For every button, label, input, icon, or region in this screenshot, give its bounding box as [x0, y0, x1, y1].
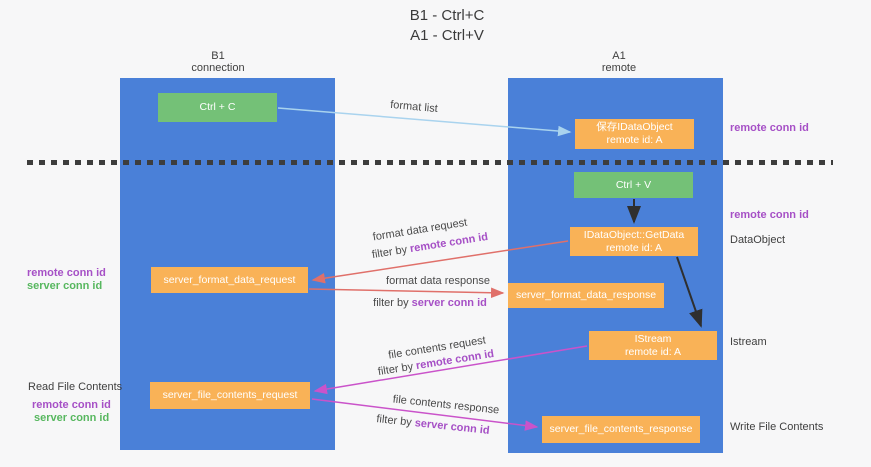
- filter-by-text: filter by: [373, 297, 409, 309]
- istream-line1: IStream: [634, 332, 672, 345]
- getdata-to-istream-arrow: [676, 256, 703, 328]
- file-contents-response-arrow: [311, 398, 539, 431]
- format-data-response-arrow: [308, 287, 505, 299]
- remote-conn-id-label-mid-right: remote conn id: [730, 209, 809, 221]
- ctrl-c-label: Ctrl + C: [199, 101, 236, 113]
- file-contents-request-arrow: [313, 345, 588, 395]
- right-column-name: A1: [612, 50, 626, 62]
- server-conn-id-label-left: server conn id: [27, 280, 103, 292]
- save-idataobject-node: 保存IDataObject remote id: A: [575, 119, 694, 149]
- right-column-subtitle: remote: [601, 62, 637, 74]
- server-format-data-response-label: server_format_data_response: [515, 289, 657, 301]
- istream-line2: remote id: A: [624, 345, 682, 358]
- title-line-2: A1 - Ctrl+V: [410, 27, 484, 44]
- ctrl-v-label: Ctrl + V: [615, 178, 652, 191]
- server-file-contents-request-label: server_file_contents_request: [162, 389, 298, 401]
- server-format-data-request-label: server_format_data_request: [163, 273, 296, 286]
- server-format-data-request-node: server_format_data_request: [151, 267, 308, 293]
- left-column-subtitle: connection: [191, 62, 245, 74]
- write-file-contents-label: Write File Contents: [730, 421, 824, 433]
- server-file-contents-request-node: server_file_contents_request: [150, 382, 310, 409]
- istream-node: IStream remote id: A: [589, 331, 717, 360]
- format-data-response-annotation: format data response: [386, 275, 490, 287]
- dataobject-label: DataObject: [730, 234, 786, 246]
- left-column-header: B1 connection: [158, 50, 278, 74]
- format-data-response-filter-annotation: filter by server conn id: [373, 297, 487, 309]
- getdata-line2: remote id: A: [605, 241, 663, 254]
- idataobject-getdata-node: IDataObject::GetData remote id: A: [570, 227, 698, 256]
- left-column-name: B1: [211, 50, 225, 62]
- ctrl-c-node: Ctrl + C: [158, 93, 277, 122]
- title-line-1: B1 - Ctrl+C: [409, 7, 485, 24]
- format-list-arrow: [277, 107, 572, 137]
- phase-separator-dashed-line: [27, 160, 833, 165]
- format-data-request-arrow: [311, 240, 569, 284]
- diagram-title: B1 - Ctrl+C A1 - Ctrl+V: [347, 6, 547, 46]
- getdata-line1: IDataObject::GetData: [583, 228, 685, 241]
- ctrl-v-node: Ctrl + V: [574, 172, 693, 198]
- server-file-contents-response-node: server_file_contents_response: [542, 416, 700, 443]
- remote-conn-id-label-left: remote conn id: [27, 267, 106, 279]
- istream-label: Istream: [730, 336, 767, 348]
- remote-conn-id-label-bottom-left: remote conn id: [32, 399, 111, 411]
- server-conn-id-value: server conn id: [411, 297, 487, 309]
- read-file-contents-label: Read File Contents: [28, 381, 123, 393]
- server-conn-id-label-bottom-left: server conn id: [34, 412, 110, 424]
- remote-conn-id-label-top-right: remote conn id: [730, 122, 809, 134]
- server-file-contents-response-label: server_file_contents_response: [549, 423, 693, 435]
- save-idataobject-line1: 保存IDataObject: [596, 121, 673, 133]
- save-idataobject-line2: remote id: A: [606, 134, 663, 146]
- right-column-header: A1 remote: [559, 50, 679, 74]
- server-format-data-response-node: server_format_data_response: [508, 283, 664, 308]
